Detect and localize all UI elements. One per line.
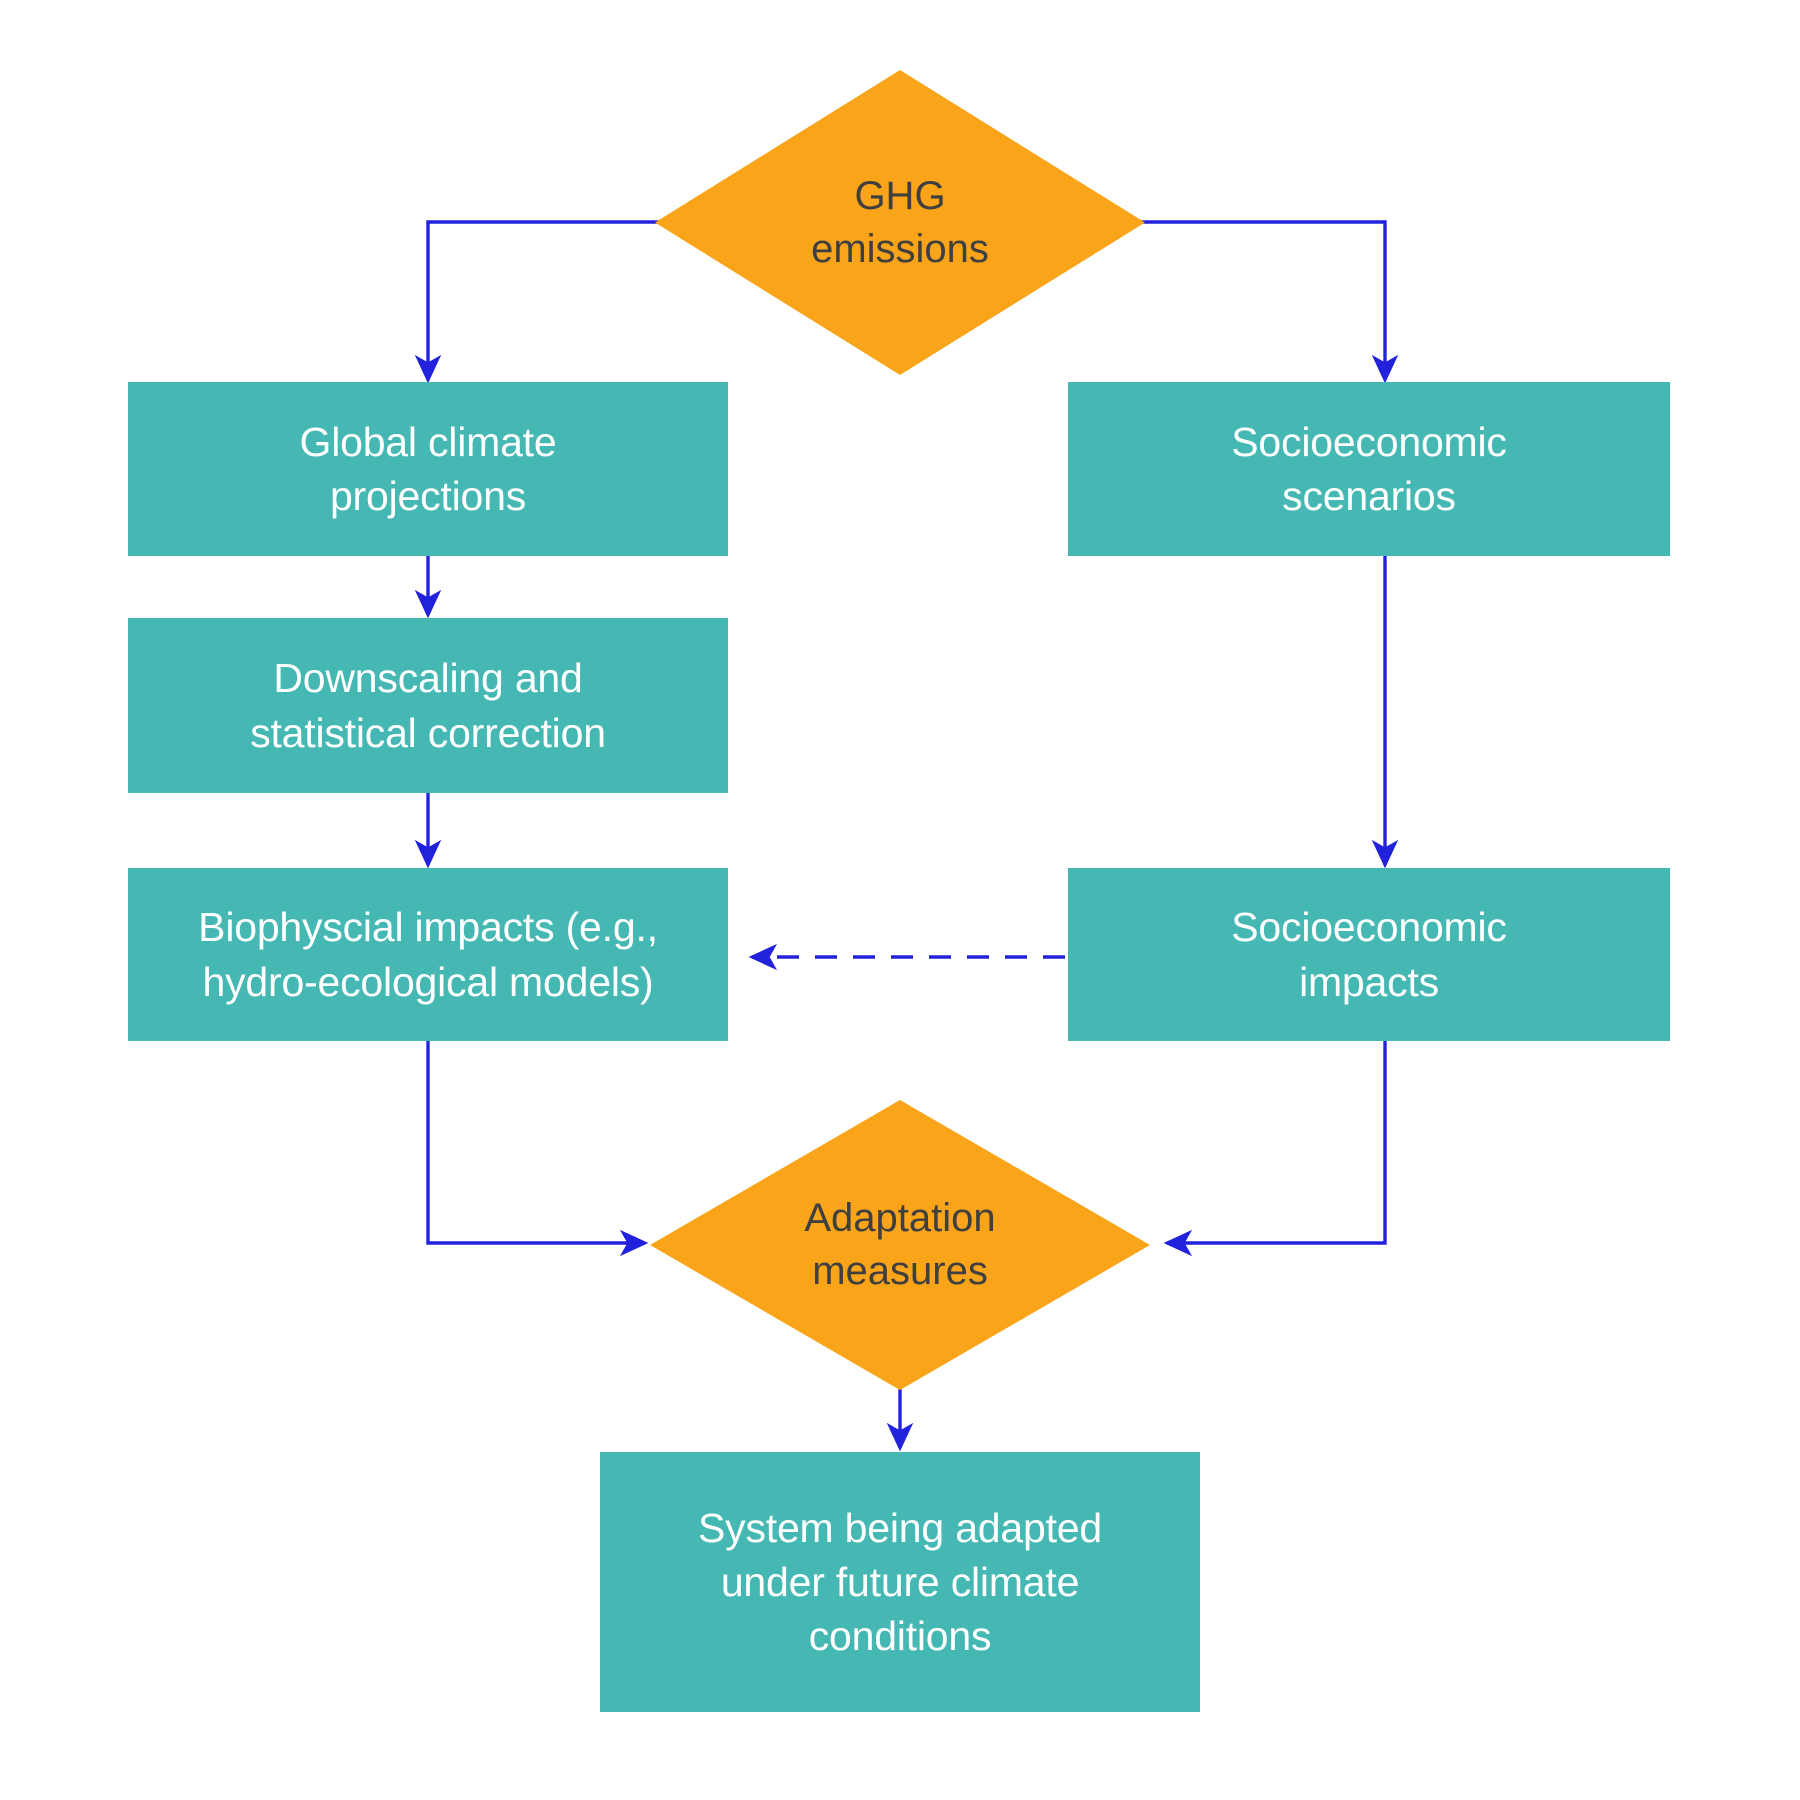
node-adaptation-measures[interactable]: Adaptation measures bbox=[650, 1100, 1150, 1390]
node-label-adaptation-measures: Adaptation measures bbox=[804, 1196, 996, 1293]
node-label-biophyscial-impacts: Biophyscial impacts (e.g., hydro-ecologi… bbox=[198, 904, 658, 1005]
node-system-being-adapted[interactable]: System being adapted under future climat… bbox=[600, 1452, 1200, 1712]
node-label-socioeconomic-scenarios: Socioeconomic scenarios bbox=[1231, 418, 1507, 519]
node-downscaling-statistical-correction[interactable]: Downscaling and statistical correction bbox=[128, 618, 728, 793]
node-label-socioeconomic-impacts: Socioeconomic impacts bbox=[1231, 904, 1507, 1005]
edge-ghg-to-socioeconomic-scenarios bbox=[1140, 220, 1399, 384]
node-label-global-climate-projections: Global climate projections bbox=[299, 418, 557, 519]
node-ghg-emissions[interactable]: GHG emissions bbox=[655, 70, 1145, 375]
node-socioeconomic-scenarios[interactable]: Socioeconomic scenarios bbox=[1068, 382, 1670, 556]
node-label-downscaling-statistical-correction: Downscaling and statistical correction bbox=[250, 655, 606, 756]
edge-socioeconomic-impacts-to-adaptation-measures bbox=[1163, 1038, 1387, 1257]
node-biophyscial-impacts[interactable]: Biophyscial impacts (e.g., hydro-ecologi… bbox=[128, 868, 728, 1041]
node-socioeconomic-impacts[interactable]: Socioeconomic impacts bbox=[1068, 868, 1670, 1041]
node-label-system-being-adapted: System being adapted under future climat… bbox=[698, 1504, 1102, 1660]
edge-ghg-to-global-climate-projections bbox=[414, 220, 660, 384]
node-global-climate-projections[interactable]: Global climate projections bbox=[128, 382, 728, 556]
node-label-ghg-emissions: GHG emissions bbox=[811, 173, 989, 271]
edge-biophyscial-impacts-to-adaptation-measures bbox=[426, 1038, 649, 1257]
